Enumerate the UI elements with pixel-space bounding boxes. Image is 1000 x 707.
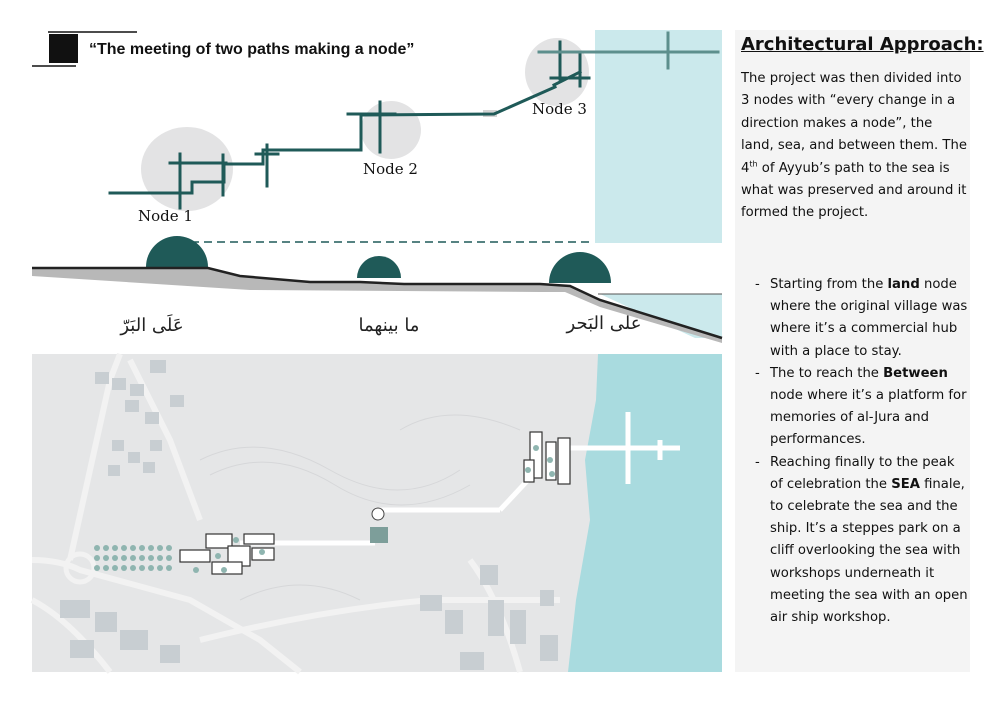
node-3-halo — [525, 38, 589, 106]
site-plan-map — [30, 352, 722, 675]
bullet-dash: - — [755, 454, 760, 470]
node-1-halo — [141, 127, 233, 211]
intro-superscript: th — [749, 159, 758, 169]
intro-text: The project was then divided into 3 node… — [741, 71, 967, 176]
bullet-dash: - — [755, 365, 760, 381]
list-item: -Starting from the land node where the o… — [741, 274, 969, 363]
path-line — [108, 31, 720, 210]
sea-area — [595, 30, 722, 243]
node-2-label: Node 2 — [363, 160, 418, 178]
diagram-title: “The meeting of two paths making a node” — [89, 41, 414, 58]
between-node-plan — [370, 507, 388, 543]
sea-map — [568, 354, 722, 672]
node-1-dome — [146, 236, 208, 267]
node-1-label: Node 1 — [138, 207, 193, 225]
node-2-halo — [361, 101, 421, 159]
node-3-label: Node 3 — [532, 100, 587, 118]
bullet-dash: - — [755, 277, 760, 292]
section-label-land: عَلَى البَرّ — [119, 314, 183, 336]
section-label-sea: على البَحر — [566, 313, 642, 334]
ground-section — [32, 268, 722, 343]
side-title: Architectural Approach: — [741, 34, 984, 55]
side-panel: Architectural Approach: The project was … — [735, 30, 984, 672]
node-2-dome — [357, 256, 401, 278]
list-item: -Reaching finally to the peak of celebra… — [741, 452, 969, 630]
sea-node-plan — [523, 431, 571, 485]
ground-line — [32, 266, 723, 340]
sea-section — [600, 294, 722, 338]
land-node-plan — [94, 533, 275, 575]
intro-text: of Ayyub’s path to the sea is what was p… — [741, 160, 967, 221]
node-description-list: -Starting from the land node where the o… — [741, 274, 969, 629]
list-item: -The to reach the Between node where it’… — [741, 363, 969, 452]
section-label-between: ما بينهما — [359, 315, 420, 336]
node-3-dome — [549, 252, 611, 283]
title-square-marker — [49, 34, 78, 63]
intro-paragraph: The project was then divided into 3 node… — [741, 68, 969, 225]
